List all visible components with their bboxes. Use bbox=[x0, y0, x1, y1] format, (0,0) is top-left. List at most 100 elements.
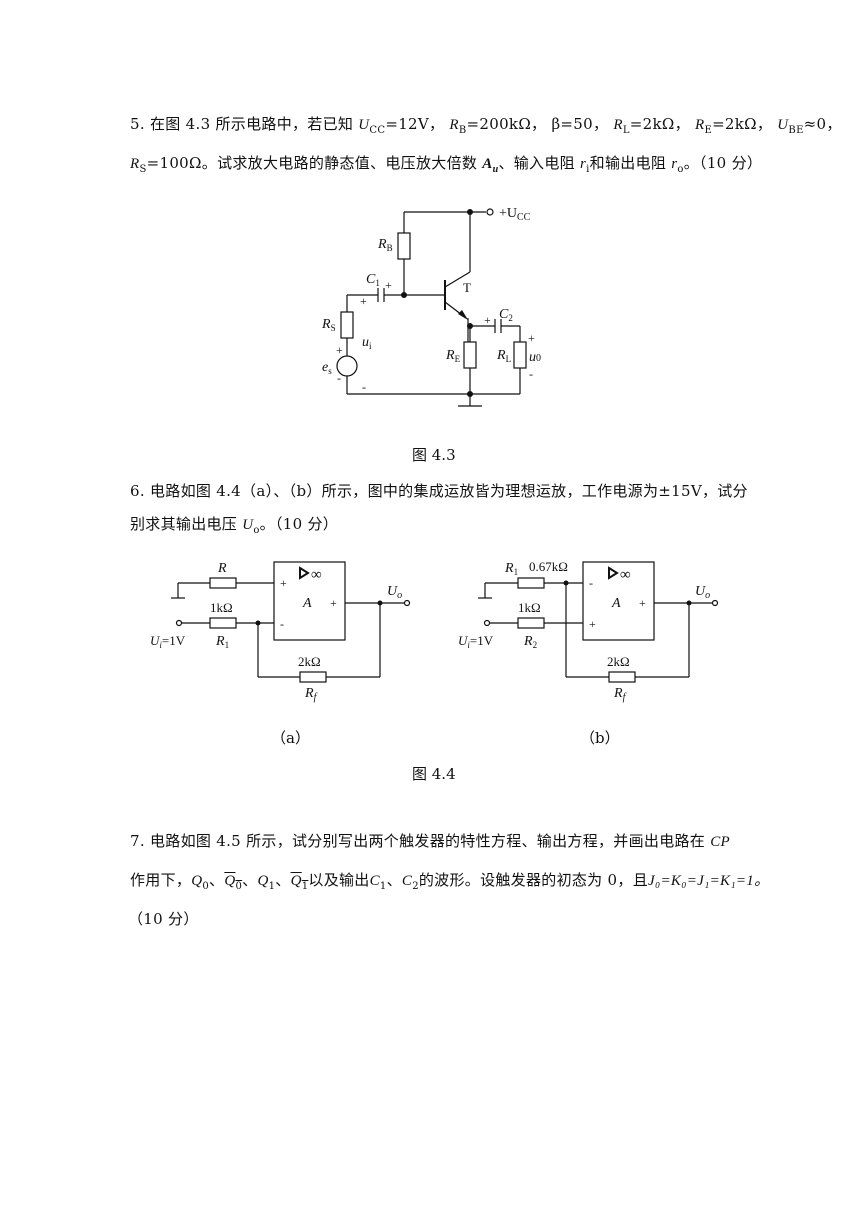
rb-symbol: R bbox=[449, 117, 459, 133]
q7-text-1: 电路如图 4.5 所示，试分别写出两个触发器的特性方程、输出方程，并画出电路在 bbox=[150, 832, 706, 850]
c2-label-sub: 2 bbox=[508, 313, 513, 323]
c1-plus: + bbox=[385, 278, 392, 292]
b-rf-label: R bbox=[613, 686, 623, 701]
node-dot bbox=[467, 391, 473, 397]
c1-sub: 1 bbox=[379, 881, 387, 892]
svg-text:Rf: Rf bbox=[304, 686, 318, 703]
uo-label-sub: 0 bbox=[536, 353, 541, 364]
jk-condition: J₀=K₀=J₁=K₁=1。 bbox=[648, 873, 770, 889]
ucc-sub: CC bbox=[369, 125, 386, 136]
sep: 、 bbox=[209, 871, 225, 889]
b-r1-label: R bbox=[504, 561, 514, 576]
amp-b-infinity: ∞ bbox=[620, 567, 631, 583]
b-r1-sub: 1 bbox=[514, 567, 519, 577]
a-uo-label: U bbox=[387, 584, 398, 599]
a-rf-label: R bbox=[304, 686, 314, 701]
rs-sub: S bbox=[139, 164, 147, 175]
c1-symbol: C bbox=[369, 873, 380, 889]
b-uo-label: U bbox=[695, 584, 706, 599]
amplifier-triangle-icon bbox=[608, 566, 619, 580]
ube-sub: BE bbox=[788, 125, 804, 136]
q0-bar-symbol: Q bbox=[224, 873, 236, 889]
svg-text:Rf: Rf bbox=[613, 686, 627, 703]
re-label: R bbox=[445, 348, 455, 363]
q1-bar-symbol: Q bbox=[290, 873, 302, 889]
a-r1-label: R bbox=[215, 634, 225, 649]
sep: 、 bbox=[275, 871, 291, 889]
amp-a-label: A bbox=[302, 596, 312, 611]
svg-text:es: es bbox=[322, 360, 332, 376]
q5-task-3: 和输出电阻 bbox=[589, 154, 667, 172]
svg-text:R1: R1 bbox=[215, 634, 229, 650]
a-uo-sub: o bbox=[397, 590, 402, 601]
a-rf-sub: f bbox=[314, 692, 318, 703]
q7-text-2b: 以及输出 bbox=[308, 871, 370, 889]
rs-value: =100Ω。 bbox=[146, 154, 218, 172]
figure-4-3-caption: 图 4.3 bbox=[412, 446, 456, 464]
rl-symbol: R bbox=[613, 117, 623, 133]
svg-text:ui: ui bbox=[362, 335, 372, 351]
re-value: =2kΩ， bbox=[712, 115, 773, 133]
node-dot bbox=[377, 600, 383, 606]
amp-b-minus-in: - bbox=[589, 576, 593, 590]
node-dot bbox=[401, 292, 407, 298]
re-label-sub: E bbox=[455, 354, 461, 364]
es-plus: + bbox=[336, 343, 343, 357]
rb-value: =200kΩ， bbox=[466, 115, 547, 133]
sep: 、 bbox=[242, 871, 258, 889]
ucc-symbol: U bbox=[358, 117, 370, 133]
amp-a-plus-out: + bbox=[330, 596, 337, 610]
q0-sub: 0 bbox=[202, 881, 210, 892]
figure-4-4-sub-a: （a） bbox=[271, 729, 310, 747]
b-ui-label: U bbox=[458, 633, 469, 648]
cp-symbol: CP bbox=[710, 834, 730, 850]
q1-bar-sub: 1 bbox=[301, 881, 309, 892]
svg-text:+UCC: +UCC bbox=[499, 206, 531, 223]
amp-a-minus-in: - bbox=[280, 617, 284, 631]
c1-label: C bbox=[366, 272, 376, 287]
amp-b-plus-in: + bbox=[589, 617, 596, 631]
q1-symbol: Q bbox=[257, 873, 269, 889]
circuit-a bbox=[171, 561, 411, 683]
uo-plus: + bbox=[528, 331, 535, 345]
svg-text:RL: RL bbox=[496, 348, 511, 364]
c2-label: C bbox=[499, 307, 509, 322]
svg-text:C1: C1 bbox=[366, 272, 380, 288]
q5-task-4: 。（10 分） bbox=[683, 154, 763, 172]
svg-text:R2: R2 bbox=[523, 634, 537, 650]
ui-label-sub: i bbox=[369, 341, 372, 351]
rl-sub: L bbox=[622, 125, 630, 136]
rb-label-sub: B bbox=[387, 243, 393, 253]
q5-line-2: RS=100Ω。试求放大电路的静态值、电压放大倍数 Au、输入电阻 ri和输出电… bbox=[130, 152, 762, 175]
au-symbol: A bbox=[482, 156, 493, 172]
uo-minus: - bbox=[529, 367, 533, 381]
node-dot bbox=[467, 209, 473, 215]
q6-text-2a: 别求其输出电压 bbox=[130, 515, 238, 533]
node-dot bbox=[255, 620, 261, 626]
q5-line-1: 5. 在图 4.3 所示电路中，若已知 UCC=12V， RB=200kΩ， β… bbox=[130, 113, 842, 136]
b-ui-value: =1V bbox=[470, 633, 494, 648]
q0-symbol: Q bbox=[191, 873, 203, 889]
node-dot bbox=[563, 580, 569, 586]
q7-text-2c: 的波形。设触发器的初态为 0，且 bbox=[418, 871, 648, 889]
q5-number: 5. bbox=[130, 115, 145, 133]
a-ui-sub: i bbox=[159, 640, 162, 650]
ui-minus: - bbox=[362, 380, 366, 394]
a-ui-label: U bbox=[150, 633, 161, 648]
ube-symbol: U bbox=[777, 117, 789, 133]
b-rf-sub: f bbox=[623, 692, 627, 703]
svg-text:Ui=1V: Ui=1V bbox=[458, 633, 494, 650]
a-r1-value: 1kΩ bbox=[210, 600, 233, 615]
rl-value: =2kΩ， bbox=[629, 115, 690, 133]
beta-value: β=50， bbox=[551, 115, 609, 133]
ro-sub: o bbox=[677, 164, 684, 175]
q7-number: 7. bbox=[130, 832, 145, 850]
q6-uo-symbol: U bbox=[242, 517, 254, 533]
ui-label: u bbox=[362, 335, 369, 350]
q0-bar-sub: 0 bbox=[235, 881, 243, 892]
es-minus: - bbox=[337, 371, 341, 385]
b-r1-value: 0.67kΩ bbox=[529, 559, 568, 574]
figure-4-4-sub-b: （b） bbox=[580, 729, 620, 747]
